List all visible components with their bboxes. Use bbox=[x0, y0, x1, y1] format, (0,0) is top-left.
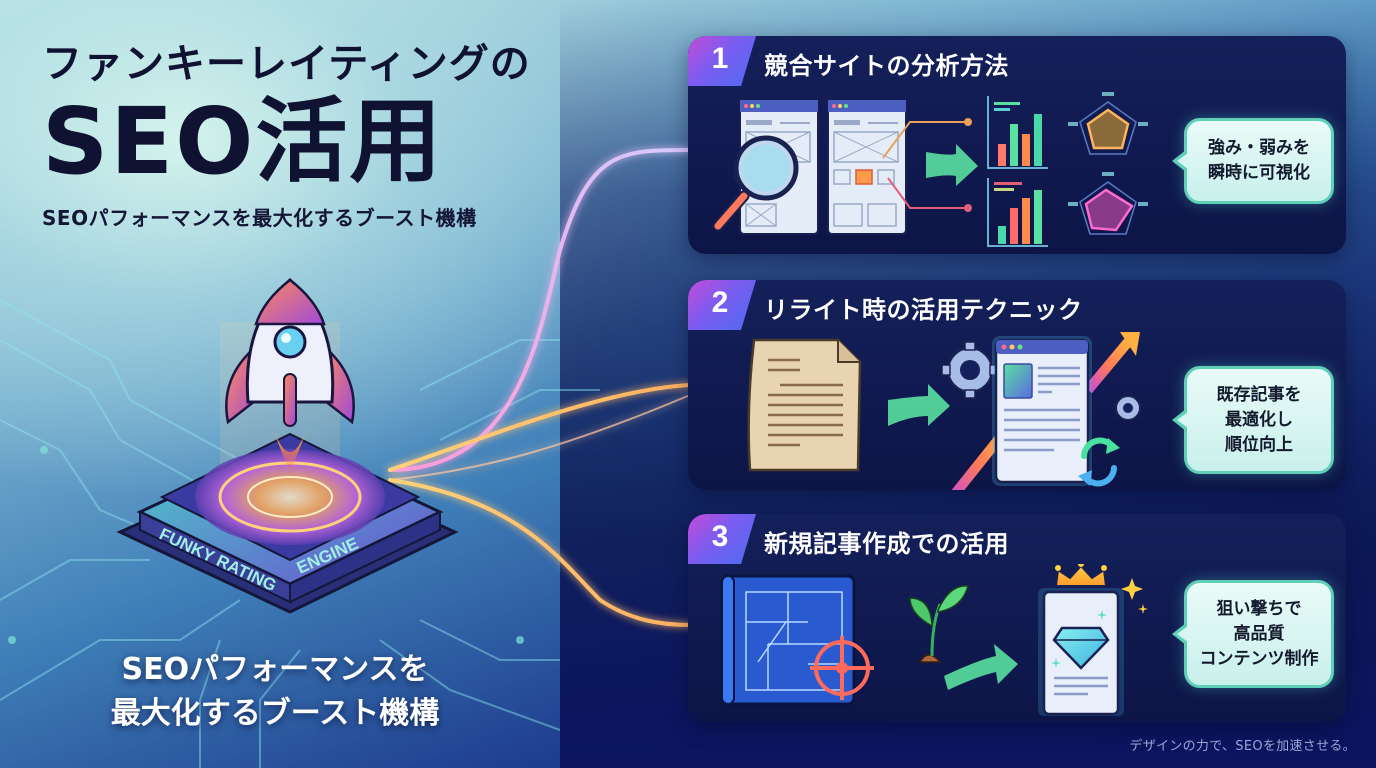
competitor-analysis-illustration bbox=[712, 92, 1148, 247]
browser-page-icon bbox=[992, 336, 1092, 486]
card-rewrite-techniques: 2 リライト時の活用テクニック bbox=[688, 280, 1346, 490]
rewrite-illustration bbox=[747, 332, 1141, 490]
refresh-icon bbox=[1078, 437, 1120, 487]
footer-tagline: デザインの力で、SEOを加速させる。 bbox=[1129, 739, 1356, 754]
target-crosshair-icon bbox=[810, 636, 874, 700]
new-article-illustration bbox=[720, 564, 1148, 716]
magnifier-icon bbox=[712, 135, 799, 232]
crown-icon bbox=[1054, 564, 1108, 587]
funky-rating-engine: FUNKY RATING ENGINE bbox=[100, 262, 480, 622]
speech-bubble: 既存記事を 最適化し 順位向上 bbox=[1184, 366, 1334, 474]
speech-bubble: 強み・弱みを 瞬時に可視化 bbox=[1184, 118, 1334, 204]
wireframe-page-icon bbox=[827, 99, 907, 235]
sprout-icon bbox=[909, 585, 969, 663]
old-document-icon bbox=[747, 338, 862, 472]
card-number: 2 bbox=[711, 286, 729, 319]
page-title-line1: ファンキーレイティングの bbox=[42, 41, 531, 87]
card-competitor-analysis: 1 競合サイトの分析方法 bbox=[688, 36, 1346, 254]
arrow-right-icon bbox=[888, 384, 950, 426]
diamond-document-icon bbox=[1038, 588, 1124, 716]
arrow-right-icon bbox=[926, 144, 978, 186]
title-block: ファンキーレイティングの SEO活用 SEOパフォーマンスを最大化するブースト機… bbox=[42, 40, 531, 231]
radar-chart-icon bbox=[1068, 92, 1148, 155]
sparkle-icon bbox=[1121, 578, 1148, 614]
bubble-text: 強み・弱みを 瞬時に可視化 bbox=[1208, 138, 1310, 183]
gear-icon bbox=[1115, 395, 1141, 421]
card-title: 競合サイトの分析方法 bbox=[764, 52, 1009, 80]
card-number: 1 bbox=[711, 42, 729, 75]
card-title: リライト時の活用テクニック bbox=[764, 296, 1083, 324]
card-title: 新規記事作成での活用 bbox=[764, 530, 1009, 558]
bubble-text: 既存記事を 最適化し 順位向上 bbox=[1216, 384, 1302, 455]
bottom-caption: SEOパフォーマンスを 最大化するブースト機構 bbox=[40, 648, 510, 736]
page-title-line2: SEO活用 bbox=[42, 88, 444, 195]
rocket-icon: FUNKY RATING ENGINE bbox=[116, 278, 459, 614]
card-number: 3 bbox=[711, 520, 729, 553]
arrow-right-icon bbox=[944, 644, 1018, 690]
bar-chart-icon bbox=[987, 96, 1048, 169]
speech-bubble: 狙い撃ちで 高品質 コンテンツ制作 bbox=[1184, 580, 1334, 688]
page-subtitle: SEOパフォーマンスを最大化するブースト機構 bbox=[42, 206, 477, 230]
caption-line1: SEOパフォーマンスを bbox=[121, 652, 429, 687]
card-new-article-creation: 3 新規記事作成での活用 bbox=[688, 514, 1346, 722]
gear-icon bbox=[941, 341, 999, 399]
caption-line2: 最大化するブースト機構 bbox=[110, 696, 440, 731]
blueprint-icon bbox=[720, 574, 856, 706]
bar-chart-icon bbox=[987, 178, 1048, 247]
bubble-text: 狙い撃ちで 高品質 コンテンツ制作 bbox=[1199, 598, 1319, 669]
radar-chart-icon bbox=[1068, 172, 1148, 235]
